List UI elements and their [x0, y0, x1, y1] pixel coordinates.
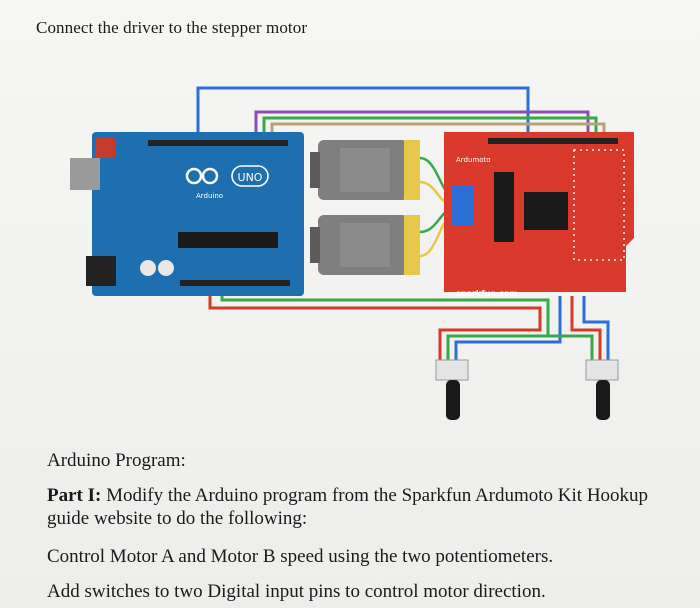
- driver-chip: [524, 192, 568, 230]
- program-heading: Arduino Program:: [47, 450, 186, 471]
- potentiometer-b: [585, 359, 619, 420]
- sparkfun-label: sparkfun.com: [456, 289, 518, 298]
- ardumoto-label: Ardumoto: [456, 156, 491, 164]
- digital-header: [148, 140, 288, 146]
- screw-terminal: [452, 186, 474, 226]
- uno-label: UNO: [238, 171, 263, 184]
- arduino-brand-label: Arduino: [196, 192, 223, 200]
- part-one-label: Part I:: [47, 485, 102, 506]
- pot-wires: [208, 296, 610, 360]
- capacitor-icon: [140, 260, 156, 276]
- shield-header: [488, 138, 618, 144]
- reset-button-icon: [96, 138, 116, 158]
- page-title: Connect the driver to the stepper motor: [36, 18, 308, 37]
- part-one-text: Modify the Arduino program from the Spar…: [47, 485, 649, 529]
- instruction-speed: Control Motor A and Motor B speed using …: [47, 546, 554, 567]
- proto-area: [573, 149, 625, 261]
- microcontroller-chip: [178, 232, 278, 248]
- power-jack: [86, 256, 116, 286]
- potentiometer-a: [435, 359, 469, 420]
- ardumoto-shield: Ardumoto sparkfun.com: [444, 132, 634, 298]
- instruction-direction: Add switches to two Digital input pins t…: [47, 581, 546, 602]
- arduino-logo-icon: [185, 167, 203, 185]
- part-one-paragraph: Part I: Modify the Arduino program from …: [47, 484, 667, 530]
- analog-header: [180, 280, 290, 286]
- terminal-block: [494, 172, 514, 242]
- arduino-uno-board: UNO Arduino: [70, 132, 304, 296]
- capacitor-icon: [158, 260, 174, 276]
- motor-a: [310, 140, 420, 200]
- usb-port: [70, 158, 100, 190]
- motor-b: [310, 215, 420, 275]
- wiring-diagram: UNO Arduino: [70, 86, 634, 420]
